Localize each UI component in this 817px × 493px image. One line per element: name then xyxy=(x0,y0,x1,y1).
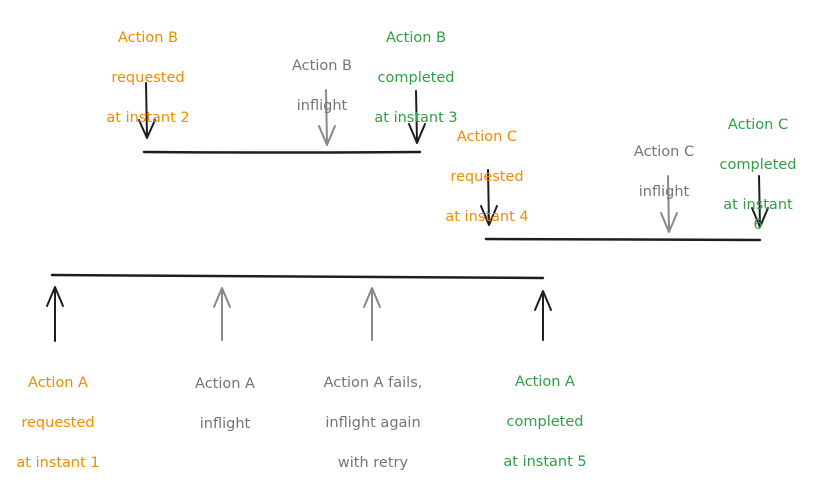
label-line: inflight xyxy=(199,416,251,432)
label-c-completed: Action C completed at instant 6 xyxy=(720,95,797,255)
label-line: Action A fails, xyxy=(323,375,423,391)
label-line: Action B xyxy=(386,30,446,46)
label-line: Action B xyxy=(292,58,352,74)
arrow-b-completed xyxy=(408,90,426,144)
arrow-a-requested xyxy=(46,286,64,342)
label-line: at instant 4 xyxy=(445,209,529,225)
label-line: Action C xyxy=(633,144,695,160)
label-b-requested: Action B requested at instant 2 xyxy=(106,8,189,148)
label-line: at instant 6 xyxy=(723,197,793,233)
label-line: Action A xyxy=(515,374,575,390)
arrow-c-completed xyxy=(751,175,769,228)
arrow-b-requested xyxy=(138,82,156,139)
arrow-c-requested xyxy=(480,169,498,226)
label-line: at instant 3 xyxy=(374,110,458,126)
label-line: requested xyxy=(111,70,185,86)
arrow-a-completed xyxy=(534,290,552,341)
timeline-action-a xyxy=(50,273,545,280)
label-a-completed: Action A completed at instant 5 xyxy=(503,352,586,492)
label-b-completed: Action B completed at instant 3 xyxy=(374,8,457,148)
timeline-diagram xyxy=(46,82,769,342)
label-line: completed xyxy=(506,414,584,430)
arrow-b-inflight xyxy=(318,89,336,146)
label-line: Action C xyxy=(727,117,789,133)
label-line: Action A xyxy=(195,376,255,392)
label-a-retry: Action A fails, inflight again with retr… xyxy=(324,353,423,493)
arrow-c-inflight xyxy=(660,175,678,233)
label-b-inflight: Action B inflight xyxy=(292,36,352,136)
label-line: requested xyxy=(450,169,524,185)
arrow-a-retry xyxy=(363,287,381,341)
timeline-action-c xyxy=(484,237,762,242)
label-line: Action B xyxy=(118,30,178,46)
label-c-requested: Action C requested at instant 4 xyxy=(445,107,528,247)
arrow-a-inflight xyxy=(213,287,231,341)
label-line: inflight xyxy=(296,98,348,114)
label-a-inflight: Action A inflight xyxy=(195,354,255,454)
label-line: completed xyxy=(719,157,797,173)
label-line: inflight xyxy=(638,184,690,200)
label-line: with retry xyxy=(337,455,409,471)
label-line: at instant 2 xyxy=(106,110,190,126)
label-line: requested xyxy=(21,415,95,431)
timeline-action-b xyxy=(142,150,422,154)
label-line: at instant 1 xyxy=(16,455,100,471)
label-a-requested: Action A requested at instant 1 xyxy=(16,353,99,493)
label-line: completed xyxy=(377,70,455,86)
label-c-inflight: Action C inflight xyxy=(634,122,694,222)
label-line: Action A xyxy=(28,375,88,391)
label-line: inflight again xyxy=(325,415,421,431)
label-line: Action C xyxy=(456,129,518,145)
label-line: at instant 5 xyxy=(503,454,587,470)
